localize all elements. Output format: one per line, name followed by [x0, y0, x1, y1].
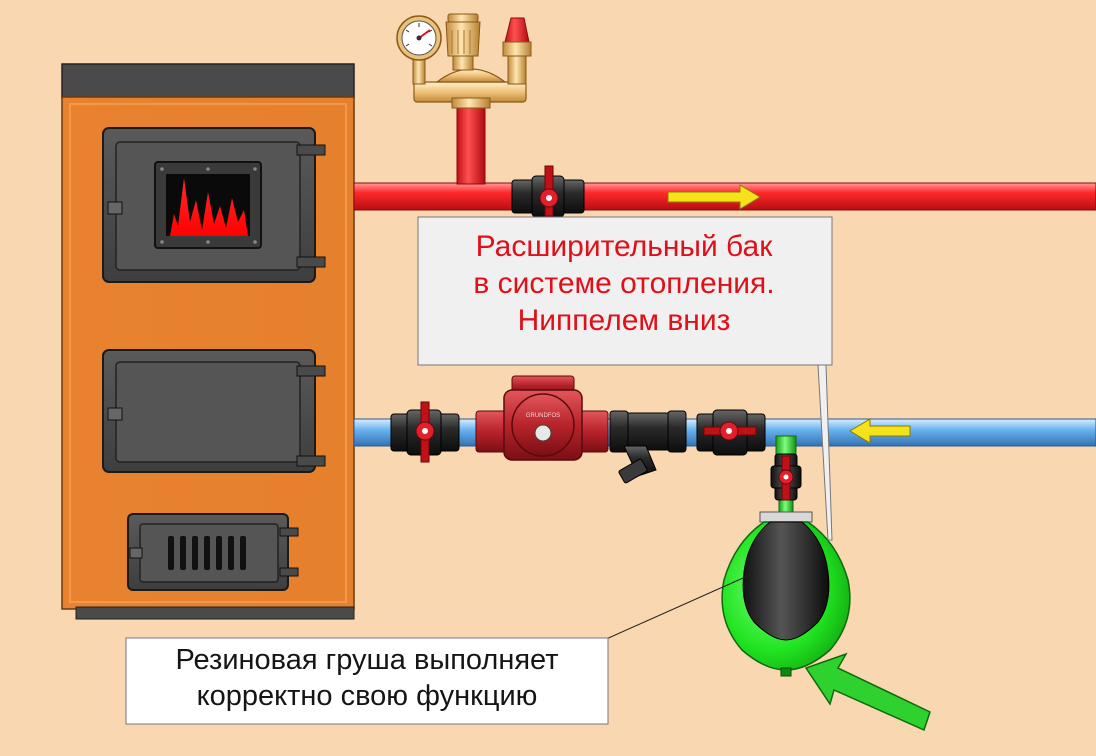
expansion-tank-note-line1: Расширительный бак: [475, 230, 773, 263]
firebox-door[interactable]: [102, 127, 326, 283]
rubber-bulb-note: Резиновая груша выполняет корректно свою…: [128, 642, 606, 714]
ash-door-vent-grille: [168, 536, 246, 570]
safety-group-riser: [456, 103, 486, 185]
boiler-top-cover: [61, 63, 355, 99]
expansion-tank: [721, 511, 851, 677]
callout-arrow-icon: [804, 652, 931, 732]
air-vent-icon: [445, 13, 481, 71]
bottom-callout-box: [125, 637, 609, 725]
rubber-bulb-note-line1: Резиновая груша выполняет: [175, 644, 559, 676]
boiler: [61, 63, 355, 620]
pump-brand-label: GRUNDFOS: [526, 413, 560, 419]
tank-nipple: [780, 667, 792, 677]
expansion-tank-note: Расширительный бак в системе отопления. …: [420, 228, 828, 339]
rubber-bulb-note-line2: корректно свою функцию: [196, 680, 538, 712]
firebox-door-handle[interactable]: [107, 201, 123, 215]
return-ball-valve-left[interactable]: [390, 401, 460, 463]
pressure-gauge-icon: [396, 15, 442, 85]
top-callout-box: [417, 216, 833, 366]
expansion-tank-note-line3: Ниппелем вниз: [517, 304, 731, 337]
loading-door-handle[interactable]: [107, 407, 123, 421]
safety-group: [396, 13, 532, 109]
flame: [170, 178, 248, 236]
return-flow-arrow-icon: [849, 418, 911, 444]
strainer-icon: [609, 410, 687, 484]
supply-flow-arrow-icon: [667, 184, 761, 210]
safety-valve-icon: [502, 17, 532, 85]
bottom-callout-leader: [603, 573, 753, 641]
tank-ball-valve[interactable]: [770, 453, 802, 501]
top-callout-leader: [817, 364, 833, 541]
supply-ball-valve[interactable]: [511, 165, 585, 218]
ash-door[interactable]: [127, 513, 299, 591]
return-ball-valve-right[interactable]: [696, 409, 766, 456]
circulation-pump-icon: GRUNDFOS: [475, 375, 609, 461]
expansion-tank-note-line2: в системе отопления.: [473, 267, 775, 300]
loading-door[interactable]: [102, 349, 326, 473]
boiler-base: [75, 606, 355, 620]
tank-flange: [759, 511, 813, 523]
rubber-bulb: [742, 521, 830, 641]
